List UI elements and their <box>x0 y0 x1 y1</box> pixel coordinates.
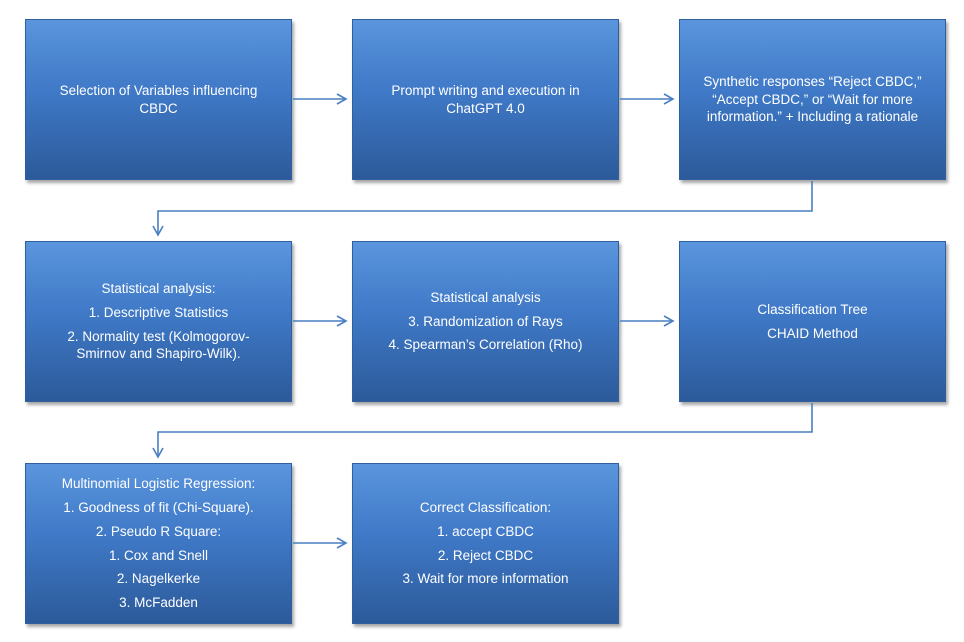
box-text-line: ChatGPT 4.0 <box>446 100 525 116</box>
box-text-line: 4. Spearman’s Correlation (Rho) <box>388 337 583 353</box>
box-text-line: 1. Goodness of fit (Chi-Square). <box>63 499 254 515</box>
statistical-analysis-1-box: Statistical analysis: 1. Descriptive Sta… <box>25 241 292 402</box>
box-text-line: information.” + Including a rationale <box>706 109 919 125</box>
box-text-line: 1. accept CBDC <box>437 523 534 539</box>
correct-classification-box: Correct Classification: 1. accept CBDC 2… <box>352 463 619 624</box>
box-text-line: CBDC <box>139 100 178 116</box>
box-text-line: 3. Randomization of Rays <box>408 313 563 329</box>
box-text-line: CHAID Method <box>767 325 858 341</box>
box-text-line: “Accept CBDC,” or “Wait for more <box>712 91 913 107</box>
box-text-line: 2. Nagelkerke <box>116 571 201 587</box>
multinomial-regression-box: Multinomial Logistic Regression: 1. Good… <box>25 463 292 624</box>
arrow-synthetic-to-stat1 <box>152 181 813 237</box>
synthetic-responses-box: Synthetic responses “Reject CBDC,” “Acce… <box>679 19 946 180</box>
box-text-line: 1. Cox and Snell <box>108 547 209 563</box>
box-text-line: 2. Normality test (Kolmogorov- <box>67 328 250 344</box>
box-text-line: Correct Classification: <box>419 499 552 515</box>
statistical-analysis-2-box: Statistical analysis 3. Randomization of… <box>352 241 619 402</box>
box-text-line: Prompt writing and execution in <box>391 82 580 98</box>
selection-of-variables-box: Selection of Variables influencing CBDC <box>25 19 292 180</box>
box-text-line: Classification Tree <box>757 301 868 317</box>
classification-tree-box: Classification Tree CHAID Method <box>679 241 946 402</box>
box-text-line: Statistical analysis <box>430 289 541 305</box>
box-text-line: 3. Wait for more information <box>402 571 569 587</box>
box-text-line: 1. Descriptive Statistics <box>88 304 229 320</box>
prompt-writing-box: Prompt writing and execution in ChatGPT … <box>352 19 619 180</box>
box-text-line: Selection of Variables influencing <box>59 82 258 98</box>
box-text-line: Multinomial Logistic Regression: <box>61 476 256 492</box>
box-text-line: 3. McFadden <box>119 595 198 611</box>
box-text-line: Synthetic responses “Reject CBDC,” <box>703 73 922 89</box>
arrow-tree-to-regression <box>152 403 813 459</box>
box-text-line: 2. Reject CBDC <box>437 547 534 563</box>
box-text-line: 2. Pseudo R Square: <box>95 523 222 539</box>
box-text-line: Statistical analysis: <box>101 280 216 296</box>
box-text-line: Smirnov and Shapiro-Wilk). <box>76 346 241 362</box>
